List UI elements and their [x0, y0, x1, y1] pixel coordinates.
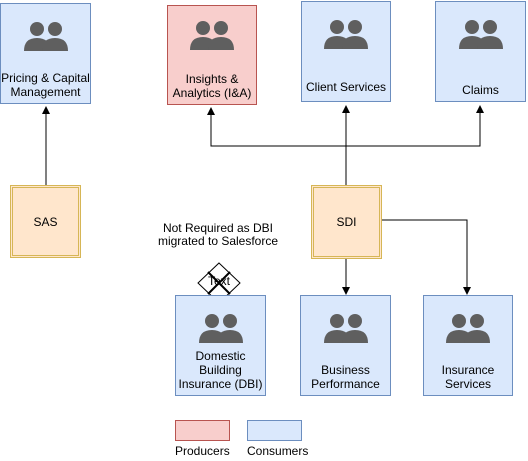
- legend-producers-label: Producers: [175, 444, 230, 458]
- cross-mark: [207, 271, 231, 295]
- users-icon: [324, 20, 368, 49]
- users-icon: [190, 21, 234, 50]
- node-label: Business Performance: [311, 363, 380, 391]
- users-icon: [23, 22, 68, 51]
- node-insurance-services[interactable]: Insurance Services: [423, 295, 513, 396]
- node-label: SAS: [33, 214, 58, 229]
- decision-label: Text: [207, 274, 230, 288]
- node-sas[interactable]: SAS: [10, 185, 81, 258]
- node-label: Insights & Analytics (I&A): [172, 72, 252, 100]
- node-business-performance[interactable]: Business Performance: [300, 295, 391, 396]
- node-label: Domestic Building Insurance (DBI): [178, 349, 263, 391]
- users-icon: [198, 314, 243, 343]
- node-domestic-building-insurance[interactable]: Domestic Building Insurance (DBI): [175, 295, 266, 396]
- edge-bus-to-claims: [346, 105, 484, 147]
- node-label: Client Services: [305, 80, 387, 94]
- node-insights-analytics[interactable]: Insights & Analytics (I&A): [167, 5, 257, 105]
- legend-producers-swatch: [175, 420, 230, 441]
- edge-sdi-to-insurance-services: [381, 219, 471, 295]
- legend-consumers-label: Consumers: [247, 444, 309, 458]
- node-label: Pricing & Capital Management: [1, 71, 90, 99]
- users-icon: [446, 314, 490, 343]
- not-required-note: Not Required as DBI migrated to Salesfor…: [157, 221, 279, 248]
- users-icon: [323, 314, 368, 343]
- node-claims[interactable]: Claims: [435, 1, 526, 102]
- node-pricing-capital-management[interactable]: Pricing & Capital Management: [0, 3, 91, 104]
- node-label: SDI: [336, 215, 357, 229]
- legend-consumers-swatch: [247, 420, 302, 441]
- users-icon: [458, 20, 503, 49]
- node-label: Insurance Services: [441, 363, 495, 391]
- node-label: Claims: [462, 83, 499, 97]
- edge-bus-to-insights: [207, 107, 346, 147]
- node-sdi[interactable]: SDI: [311, 185, 382, 259]
- node-client-services[interactable]: Client Services: [301, 1, 391, 102]
